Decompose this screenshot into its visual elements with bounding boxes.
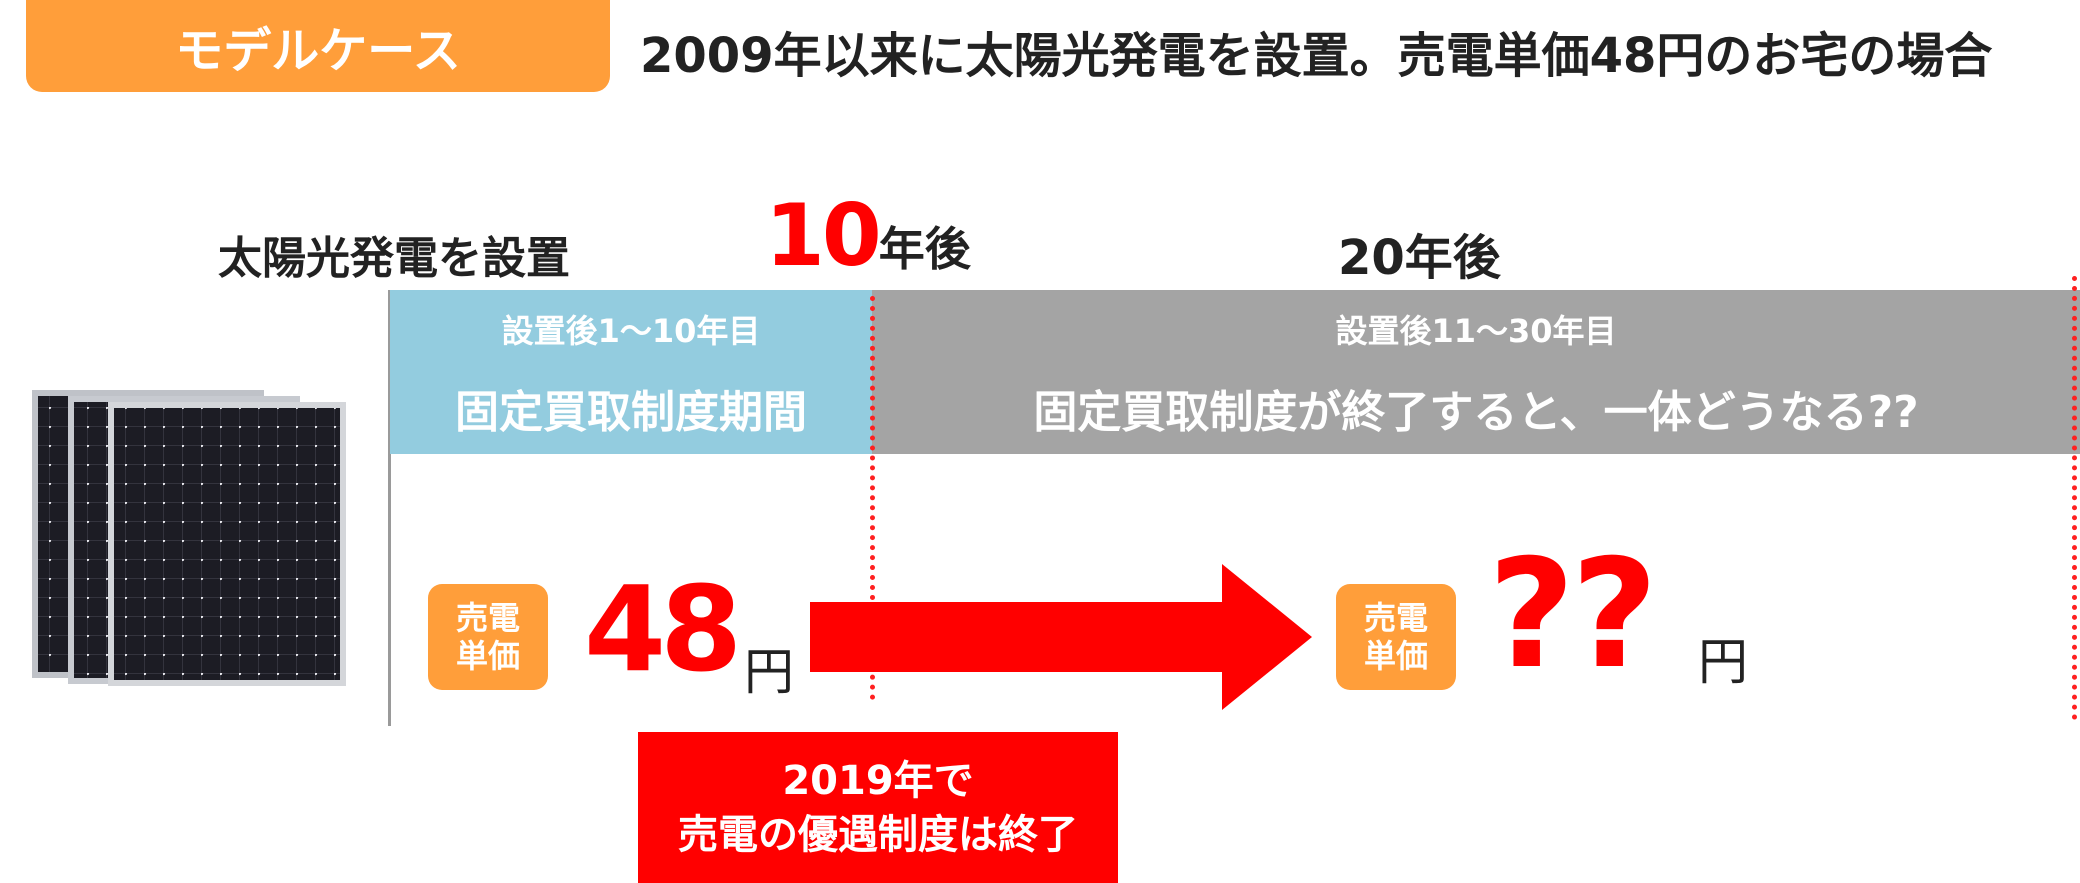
timeline-axis: [388, 290, 391, 726]
install-label: 太陽光発電を設置: [218, 233, 570, 284]
price-badge-current: 売電 単価: [428, 584, 548, 690]
ten-years-number: 10: [765, 186, 882, 286]
panel-front: [108, 402, 346, 686]
post-fit-title: 固定買取制度が終了すると、一体どうなる??: [1033, 387, 1919, 438]
price-badge-line2: 単価: [455, 637, 520, 675]
post-fit-years: 設置後11〜30年目: [1335, 312, 1617, 350]
future-price-value: ??: [1488, 528, 1658, 702]
price-badge-line1: 売電: [1363, 599, 1428, 637]
price-badge-future: 売電 単価: [1336, 584, 1456, 690]
arrow-right-icon: [810, 564, 1312, 710]
price-badge-line1: 売電: [455, 599, 520, 637]
current-price-value: 48: [584, 560, 742, 698]
current-price-unit: 円: [744, 643, 794, 701]
ten-years-label: 10年後: [765, 186, 971, 286]
callout-line2: 売電の優遇制度は終了: [678, 811, 1078, 858]
fit-period-title: 固定買取制度期間: [455, 387, 807, 438]
fit-period-years: 設置後1〜10年目: [501, 312, 761, 350]
price-badge-line2: 単価: [1363, 637, 1428, 675]
callout-line1: 2019年で: [782, 757, 974, 804]
ten-years-suffix: 年後: [878, 222, 971, 276]
twenty-years-label: 20年後: [1338, 230, 1501, 286]
headline: 2009年以来に太陽光発電を設置。売電単価48円のお宅の場合: [640, 28, 1993, 84]
ten-year-divider: [870, 296, 875, 700]
future-price-unit: 円: [1698, 633, 1748, 691]
end-of-fit-callout: 2019年で 売電の優遇制度は終了: [638, 732, 1118, 883]
fit-period-band: 設置後1〜10年目 固定買取制度期間: [390, 290, 872, 454]
post-fit-band: 設置後11〜30年目 固定買取制度が終了すると、一体どうなる??: [872, 290, 2080, 454]
solar-panel-icon: [32, 390, 346, 686]
twenty-year-divider: [2072, 276, 2077, 720]
model-case-badge: モデルケース: [26, 0, 610, 92]
